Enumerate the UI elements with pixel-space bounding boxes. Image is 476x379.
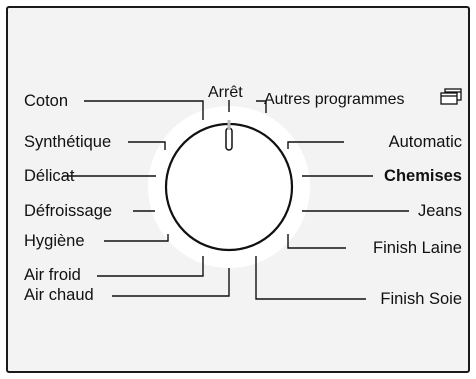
- leader-automatic: [287, 141, 344, 149]
- leader-lines: [63, 100, 409, 300]
- leader-air-froid: [97, 256, 204, 277]
- leader-finish-laine: [287, 234, 346, 249]
- program-coton[interactable]: Coton: [24, 92, 69, 110]
- stacked-windows-icon: [440, 88, 462, 105]
- program-finish-laine[interactable]: Finish Laine: [373, 239, 462, 257]
- leader-hygiene: [104, 234, 169, 242]
- leader-finish-soie: [255, 256, 366, 300]
- program-air-chaud[interactable]: Air chaud: [24, 286, 94, 304]
- leader-coton: [84, 100, 204, 120]
- program-defroissage[interactable]: Défroissage: [24, 202, 113, 220]
- pointer-notch-icon: [225, 127, 233, 151]
- leader-air-chaud: [112, 268, 230, 297]
- program-synthetique[interactable]: Synthétique: [24, 133, 112, 151]
- program-jeans[interactable]: Jeans: [417, 202, 462, 220]
- program-automatic[interactable]: Automatic: [388, 133, 462, 151]
- program-chemises[interactable]: Chemises: [384, 167, 462, 185]
- leader-synthetique: [128, 141, 166, 150]
- program-hygiene[interactable]: Hygiène: [24, 232, 85, 250]
- program-finish-soie[interactable]: Finish Soie: [380, 290, 462, 308]
- program-air-froid[interactable]: Air froid: [24, 266, 81, 284]
- more-programs-label[interactable]: Autres programmes: [264, 91, 405, 108]
- pointer-marker: [227, 120, 231, 130]
- program-delicat[interactable]: Délicat: [24, 167, 75, 185]
- leader-autres: [256, 100, 267, 113]
- off-label[interactable]: Arrêt: [208, 84, 243, 101]
